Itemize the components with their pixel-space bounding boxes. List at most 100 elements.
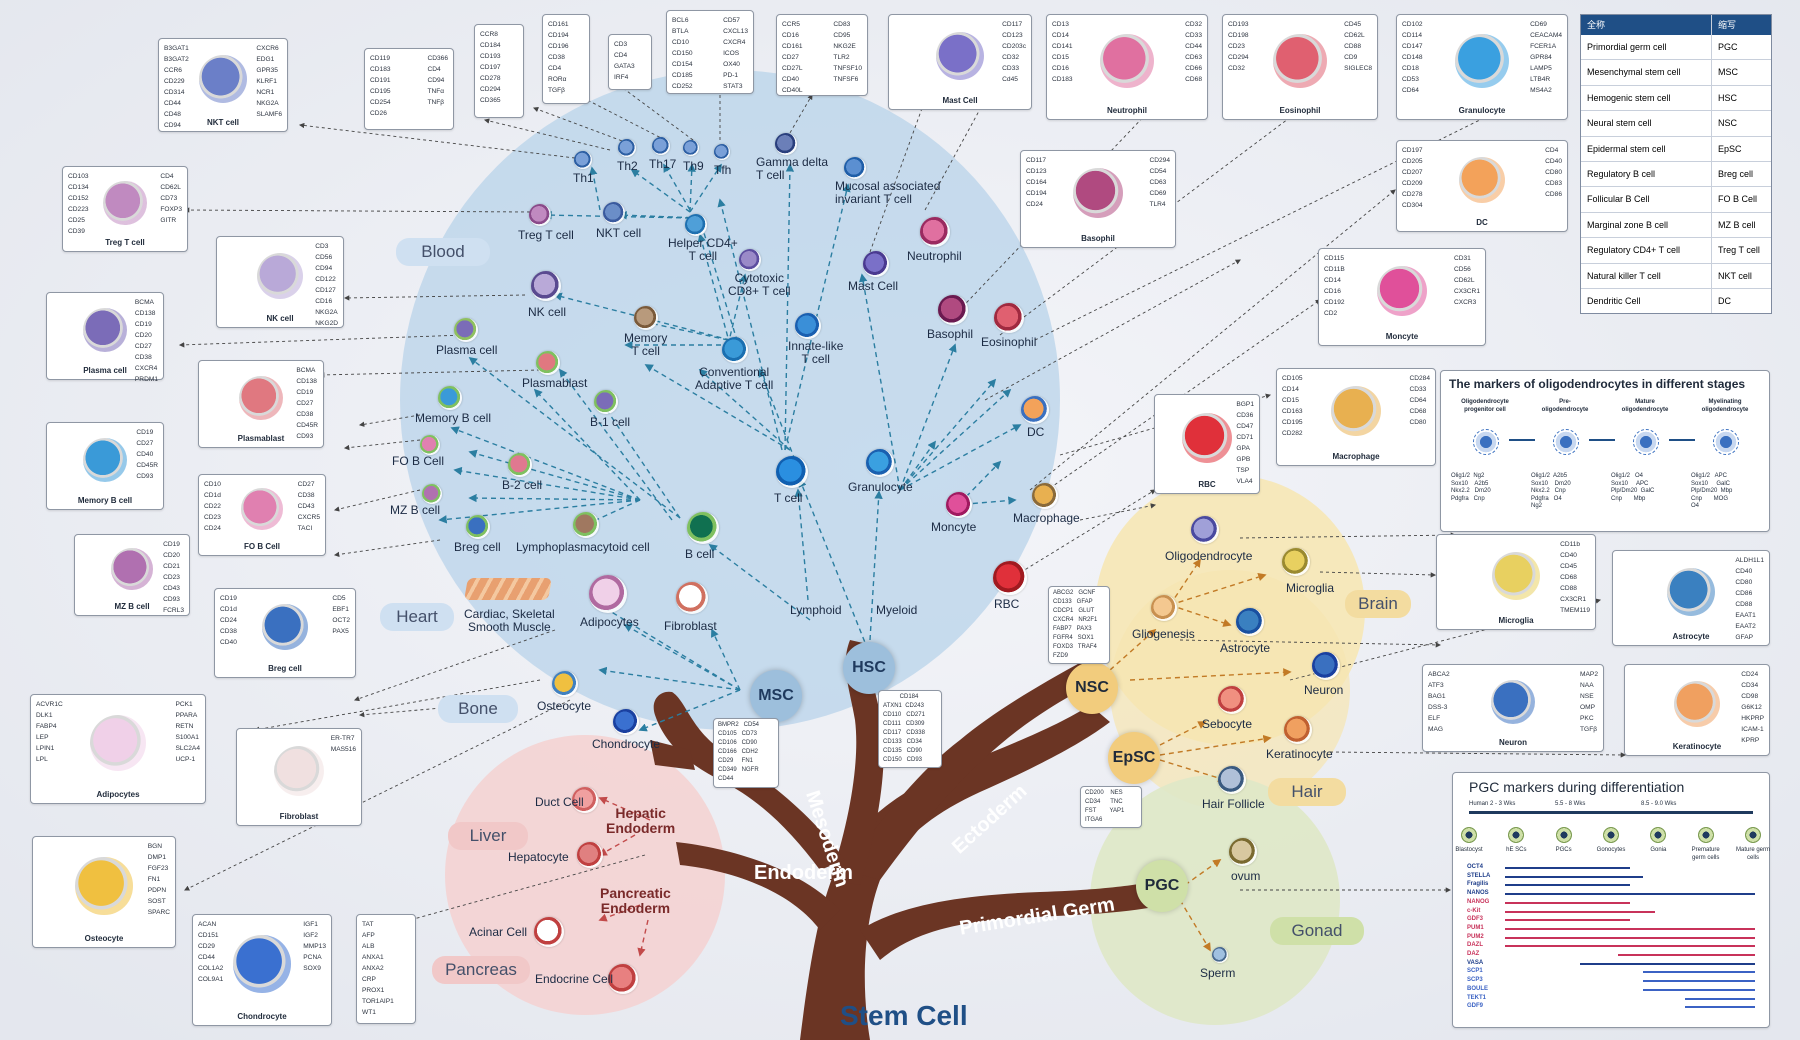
- cell-th2-icon: [618, 139, 636, 157]
- cell-oligo-icon: [1191, 516, 1219, 544]
- oligodendrocyte-stage-icon: [1713, 429, 1739, 455]
- cell-keratinocyte-label: Keratinocyte: [1266, 747, 1333, 761]
- marker-box-plasma-illustration-icon: [82, 307, 128, 353]
- nsc-markers: ABCG2 GCNF CD133 GFAP CDCP1 GLUT CXCR4 N…: [1048, 586, 1110, 664]
- marker-box-breg-illustration-icon: [262, 604, 308, 650]
- cell-neutrophil-label: Neutrophil: [907, 249, 962, 263]
- marker-box-th_e-right: CD57 CXCL13 CXCR4 ICOS OX40 PD-1 STAT3: [723, 17, 748, 90]
- marker-box-astrocyte-right: ALDH1L1 CD40 CD80 CD86 CD88 EAAT1 EAAT2 …: [1735, 557, 1764, 641]
- marker-box-eosino-left: CD193 CD198 CD23 CD294 CD32: [1228, 21, 1249, 72]
- cell-b1-label: B-1 cell: [590, 415, 631, 429]
- cell-oligo-label: Oligodendrocyte: [1165, 549, 1253, 563]
- cell-adipocytes-label: Adipocytes: [580, 615, 639, 629]
- cell-gliogenesis-label: Gliogenesis: [1132, 627, 1195, 641]
- marker-box-granulo-right: CD69 CEACAM4 FCER1A GPR84 LAMP5 LTB4R MS…: [1530, 21, 1562, 94]
- marker-box-plasmablast-right: BCMA CD138 CD19 CD27 CD38 CD45R CD93: [296, 367, 318, 440]
- cell-b2-icon: [508, 453, 532, 477]
- marker-box-th_a-right: CD366 CD4 CD94 TNFα TNFβ: [427, 55, 448, 106]
- marker-box-th_d-left: CD3 CD4 GATA3 IRF4: [614, 41, 635, 81]
- pgc-timeline-label: Human 2 - 3 Wks: [1469, 801, 1516, 807]
- pgc-marker-bar: [1505, 875, 1643, 878]
- marker-box-memory_b-right: CD19 CD27 CD40 CD45R CD93: [136, 429, 158, 480]
- cell-mast-icon: [863, 251, 889, 277]
- marker-box-breg-right: CD5 EBF1 OCT2 PAX5: [332, 595, 350, 635]
- cell-microglia-icon: [1282, 548, 1310, 576]
- cell-innate-icon: [795, 313, 821, 339]
- oligo-stage-markers: Olig1/2 APC Sox10 GalC Plp/Dm20 Mbp Cnp …: [1691, 473, 1733, 509]
- cell-gliogenesis-icon: [1151, 595, 1177, 621]
- cell-hair_follicle-label: Hair Follicle: [1202, 797, 1265, 811]
- cell-eosinophil-icon: [994, 303, 1024, 333]
- pgc-marker-bar: [1642, 971, 1755, 974]
- marker-box-dc-right: CD4 CD40 CD80 CD83 CD86: [1545, 147, 1562, 198]
- marker-box-nk-illustration-icon: [256, 252, 304, 300]
- cell-granulocyte-icon: [866, 449, 894, 477]
- ecto-arrows: [1109, 558, 1292, 952]
- pgc-marker-bar: [1580, 962, 1755, 965]
- oligo-arrow-icon: [1589, 439, 1615, 441]
- marker-box-th_c-left: CD161 CD194 CD196 CD38 CD4 RORα TGFβ: [548, 21, 569, 94]
- cell-memory_t-icon: [634, 306, 658, 330]
- cell-keratinocyte-icon: [1284, 716, 1312, 744]
- pgc-stage-icon: [1650, 827, 1667, 843]
- marker-box-nk-caption: NK cell: [266, 314, 294, 323]
- pgc-marker-bar: [1505, 919, 1630, 922]
- cell-pancreatic-label: Pancreatic Endoderm: [600, 885, 671, 916]
- marker-box-adipocytes-illustration-icon: [89, 714, 147, 772]
- cell-rbc-label: RBC: [994, 597, 1020, 611]
- abbr-short: Breg cell: [1718, 168, 1754, 179]
- marker-box-basophil-left: CD117 CD123 CD164 CD194 CD24: [1026, 157, 1047, 208]
- region-liver: Liver: [448, 822, 528, 850]
- marker-box-keratinocyte-caption: Keratinocyte: [1672, 742, 1722, 751]
- marker-box-chondrocyte-right: IGF1 IGF2 MMP13 PCNA SOX9: [303, 921, 326, 972]
- marker-box-plasma: BCMA CD138 CD19 CD20 CD27 CD38 CXCR4 PRD…: [46, 292, 164, 383]
- pgc-marker-label: c-Kit: [1467, 907, 1481, 914]
- abbr-full: Natural killer T cell: [1581, 263, 1712, 288]
- marker-box-nkt-left: B3GAT1 B3GAT2 CCR6 CD229 CD314 CD44 CD48…: [164, 45, 189, 129]
- marker-box-th_c: CD161 CD194 CD196 CD38 CD4 RORα TGFβ: [542, 14, 590, 104]
- cell-gamma_delta-label: Gamma delta T cell: [756, 155, 829, 182]
- cell-hepatocyte-icon: [577, 842, 603, 868]
- pgc-panel: PGC markers during differentiation Human…: [1452, 772, 1770, 1028]
- cell-cardiac-icon: [464, 578, 552, 600]
- cell-fibroblast-icon: [676, 582, 708, 614]
- marker-box-mzb-caption: MZ B cell: [114, 602, 150, 611]
- pgc-stage-icon: [1508, 827, 1525, 843]
- cell-macrophage-label: Macrophage: [1013, 511, 1080, 525]
- marker-box-astrocyte: ALDH1L1 CD40 CD80 CD86 CD88 EAAT1 EAAT2 …: [1612, 550, 1770, 646]
- pgc-marker-label: NANOG: [1467, 898, 1490, 905]
- pgc-marker-bar: [1505, 936, 1755, 939]
- marker-box-microglia-right: CD11b CD40 CD45 CD68 CD88 CX3CR1 TMEM119: [1560, 541, 1590, 614]
- cell-endocrine-icon: [608, 964, 638, 994]
- epsc-markers-text: CD200 NES CD34 TNC FST YAP1 ITGA6: [1085, 790, 1125, 823]
- marker-box-nkt-illustration-icon: [199, 55, 247, 103]
- oligo-stage-label: Oligodendrocyte progenitor cell: [1461, 399, 1509, 413]
- abbr-short: NSC: [1718, 118, 1738, 129]
- cell-endocrine-label: Endocrine Cell: [535, 972, 614, 986]
- cell-nk-icon: [531, 271, 561, 301]
- cell-fibroblast-label: Fibroblast: [664, 619, 717, 633]
- marker-box-eosino-illustration-icon: [1272, 33, 1328, 89]
- marker-box-th_a: CD119 CD183 CD191 CD195 CD254 CD26 CD366 …: [364, 48, 454, 130]
- marker-box-liver_mk: TAT AFP ALB ANXA1 ANXA2 CRP PROX1 TOR1AI…: [356, 914, 416, 1024]
- pgc-marker-label: DAZL: [1467, 942, 1483, 949]
- hsc-markers-text: CD184 ATXN1 CD243 CD110 CD271 CD111 CD30…: [883, 694, 925, 763]
- germ-region: [1090, 775, 1340, 1025]
- cell-basophil-icon: [938, 295, 968, 325]
- marker-box-rbc-illustration-icon: [1181, 412, 1233, 464]
- marker-box-monocyte-caption: Moncyte: [1385, 332, 1419, 341]
- marker-box-th_a-left: CD119 CD183 CD191 CD195 CD254 CD26: [370, 55, 391, 117]
- marker-box-nkt-right: CXCR6 EDG1 GPR35 KLRF1 NCR1 NKG2A SLAMF6: [256, 45, 282, 118]
- marker-box-basophil-caption: Basophil: [1081, 234, 1115, 243]
- marker-box-monocyte-right: CD31 CD56 CD62L CX3CR1 CXCR3: [1453, 255, 1480, 306]
